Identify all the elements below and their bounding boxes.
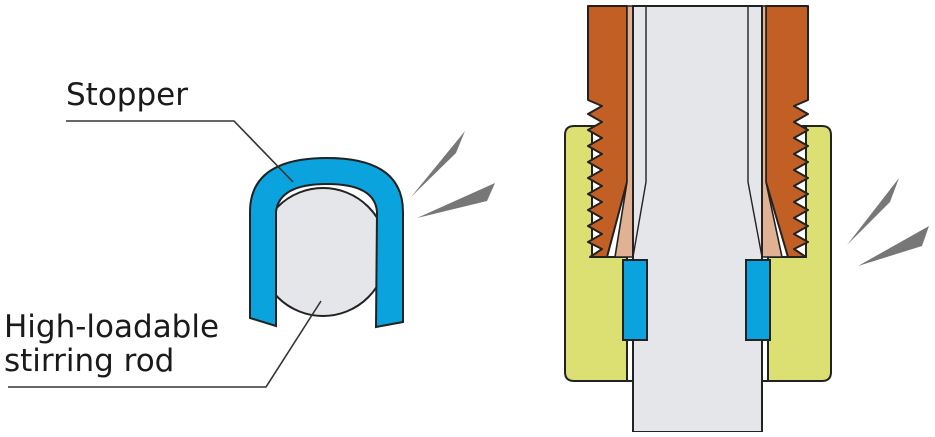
center-tube: [632, 5, 763, 433]
impact-mark-lower-right: [858, 226, 929, 266]
impact-mark-lower-left: [417, 183, 495, 218]
impact-mark-upper-left: [411, 131, 465, 197]
stirring-rod-label-line2: stirring rod: [4, 343, 175, 379]
stopper-leader-line: [66, 120, 294, 183]
stopper-assembly: [249, 156, 404, 329]
tube-taper-right: [747, 181, 763, 258]
fitting-cross-section: [564, 5, 832, 433]
stirring-rod-label-line1: High-loadable: [4, 309, 220, 345]
stirring-rod-circle: [258, 187, 388, 317]
stopper-ring: [249, 156, 404, 329]
stirring-rod-label: High-loadable stirring rod: [4, 310, 219, 378]
stopper-section-right: [745, 259, 771, 341]
nut-left: [587, 5, 628, 258]
tube-taper-left: [632, 181, 647, 258]
rod-leader-line: [8, 300, 322, 388]
impact-mark-upper-right: [847, 178, 899, 245]
nut-right: [765, 5, 809, 258]
stopper-label-text: Stopper: [66, 77, 188, 113]
stopper-section-left: [622, 259, 648, 341]
stopper-label: Stopper: [66, 78, 188, 112]
